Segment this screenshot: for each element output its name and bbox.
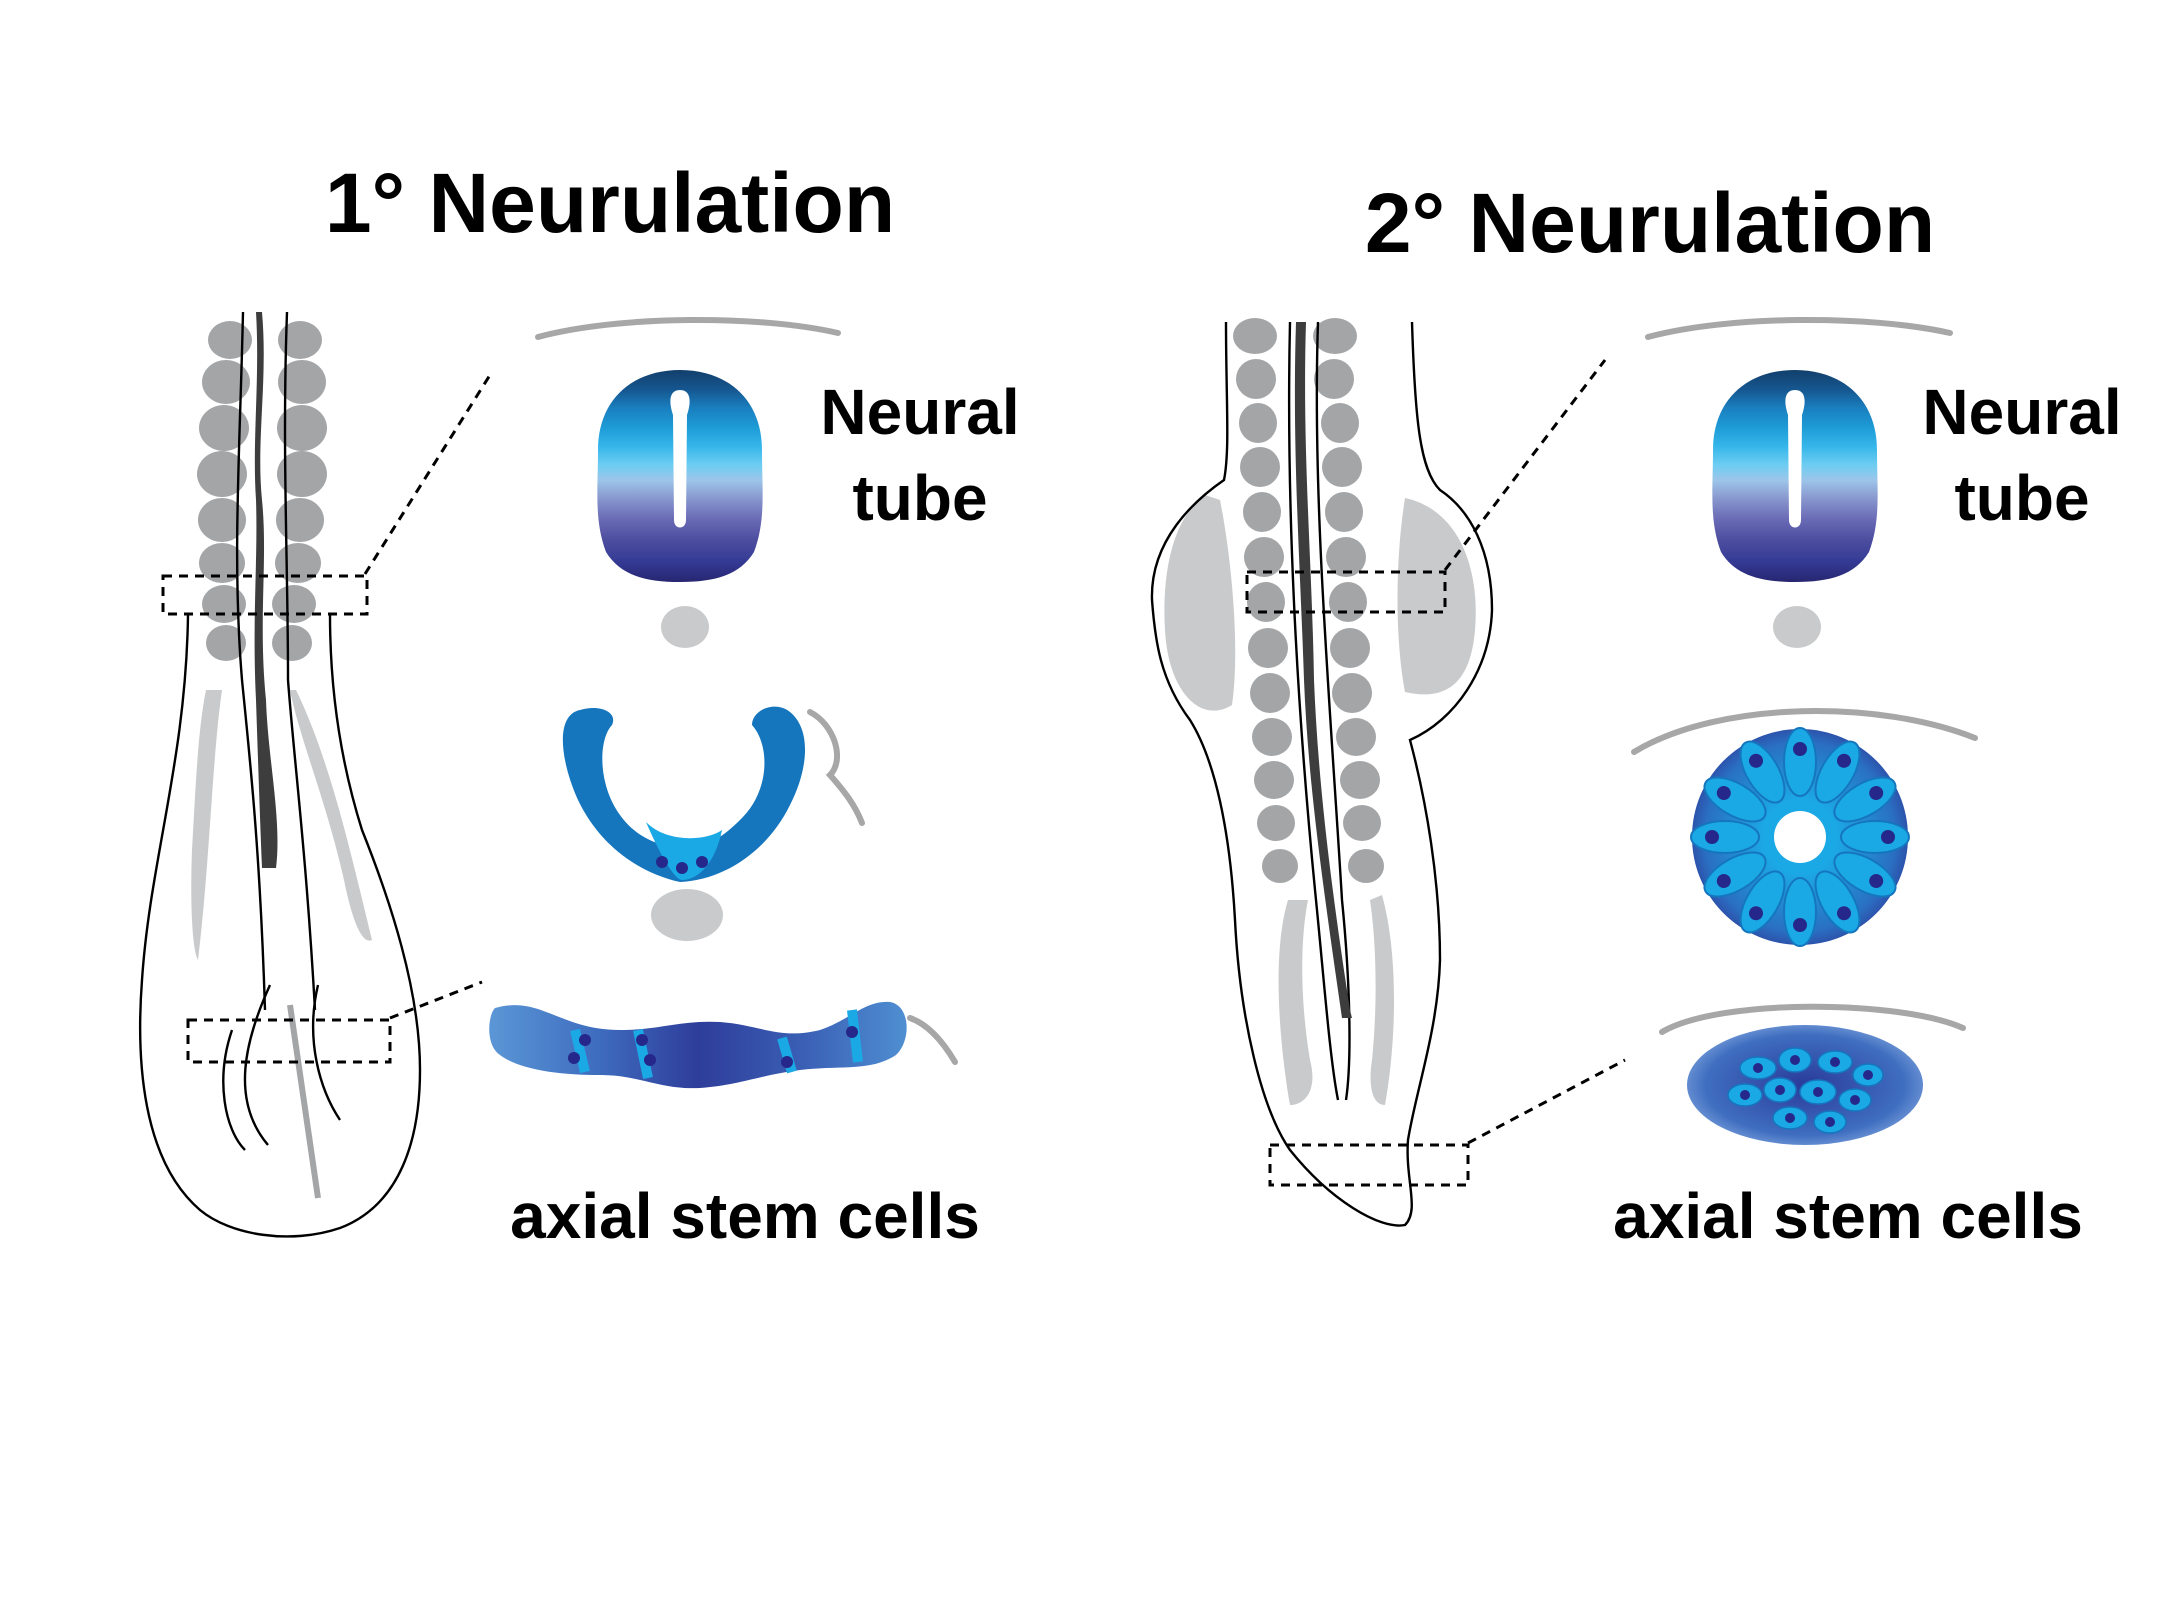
primary-neural-tube-label-line1: Neural	[820, 376, 1019, 448]
primary-neural-tube-label-line2: tube	[852, 462, 987, 534]
primary-stem-cell-zoom-box	[186, 1018, 392, 1064]
primary-neural-tube-section	[597, 370, 763, 582]
secondary-psm-left	[1164, 495, 1236, 711]
secondary-neural-tube-label-line1: Neural	[1922, 376, 2121, 448]
secondary-panel: 2° Neurulation	[1150, 176, 2122, 1252]
primary-axial-stem-cells-label: axial stem cells	[510, 1180, 980, 1252]
primary-embryo-tail	[138, 311, 492, 1238]
primary-psm-left	[191, 690, 222, 960]
primary-notochord-plate-section	[651, 889, 723, 941]
primary-psm-right	[290, 690, 372, 941]
primary-notochord	[254, 312, 278, 868]
secondary-stem-cell-cluster	[1687, 1025, 1923, 1145]
secondary-psm-right	[1397, 498, 1476, 695]
secondary-notochord	[1294, 322, 1352, 1018]
secondary-medullary-cord-section	[1690, 727, 1910, 947]
secondary-embryo-tail	[1150, 318, 1626, 1227]
primary-neural-plate-section	[562, 706, 806, 882]
primary-neural-tube-zoom-box	[161, 574, 369, 616]
secondary-neural-tube-section	[1712, 370, 1878, 582]
secondary-title: 2° Neurulation	[1365, 176, 1935, 270]
secondary-somites	[1233, 318, 1384, 883]
primary-panel: 1° Neurulation	[138, 156, 1020, 1252]
secondary-stem-cell-zoom-box	[1268, 1143, 1470, 1187]
secondary-axial-stem-cells-label: axial stem cells	[1613, 1180, 2083, 1252]
secondary-neural-tube-zoom-box	[1245, 570, 1447, 614]
primary-title: 1° Neurulation	[325, 156, 895, 250]
secondary-neural-tube-label-line2: tube	[1954, 462, 2089, 534]
primary-notochord-section	[661, 606, 709, 648]
primary-stem-cell-layer	[489, 1001, 907, 1089]
secondary-notochord-section	[1773, 606, 1821, 648]
